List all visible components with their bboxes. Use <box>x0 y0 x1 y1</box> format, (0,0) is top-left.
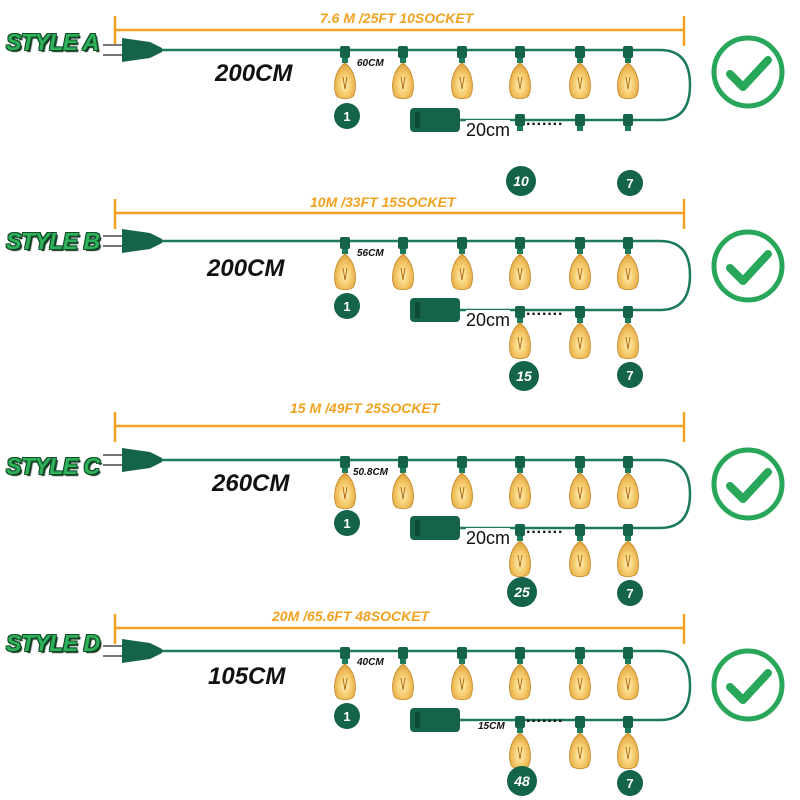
end-socket-icon <box>410 708 460 732</box>
bulb-icon <box>509 45 531 100</box>
first-bulb-badge: 1 <box>334 293 360 319</box>
end-socket-icon <box>410 516 460 540</box>
end-gap-label: 20cm <box>466 528 511 549</box>
lead-length-label: 200CM <box>207 255 285 282</box>
bulb-icon <box>569 523 591 578</box>
bulb-spacing-label: 56CM <box>356 248 385 259</box>
plug-icon <box>103 229 162 253</box>
bulb-icon <box>334 45 356 100</box>
plug-icon <box>103 639 162 663</box>
last-bulb-badge: 15 <box>509 361 539 391</box>
bulb-icon <box>569 236 591 291</box>
bulb-icon <box>617 45 639 100</box>
bulb-icon <box>617 236 639 291</box>
first-bulb-badge: 1 <box>334 103 360 129</box>
bulb-icon <box>569 646 591 701</box>
style-b-panel: STYLE B 10M /33FT 15SOCKET 200CM 56CM 20… <box>0 193 800 393</box>
check-circle-icon <box>711 35 785 109</box>
style-a-panel: STYLE A 7.6 M /25FT 10SOCKET 200CM 60CM … <box>0 0 800 200</box>
style-c-diagram <box>103 412 692 578</box>
style-label: STYLE C <box>6 453 100 479</box>
bulb-icon <box>617 455 639 510</box>
dimension-line <box>113 614 686 644</box>
first-bulb-badge: 1 <box>334 510 360 536</box>
cable <box>162 48 692 122</box>
bulb-icon <box>334 236 356 291</box>
cable <box>162 649 692 722</box>
length-label: 7.6 M /25FT 10SOCKET <box>320 10 474 26</box>
lead-length-label: 260CM <box>212 470 290 497</box>
style-b-diagram <box>103 199 692 360</box>
style-label: STYLE B <box>6 228 100 254</box>
cable <box>162 458 692 530</box>
style-d-panel: STYLE D 20M /65.6FT 48SOCKET 105CM 40CM … <box>0 600 800 800</box>
length-label: 20M /65.6FT 48SOCKET <box>272 608 430 624</box>
last-bulb-badge: 25 <box>507 577 537 607</box>
style-a-diagram <box>103 16 692 132</box>
bulb-icon <box>569 305 591 360</box>
continuation-dots: ······· <box>526 713 564 730</box>
bulb-spacing-label: 40CM <box>356 657 385 668</box>
lead-length-label: 105CM <box>208 663 286 690</box>
check-circle-icon <box>711 447 785 521</box>
dimension-line <box>113 412 686 442</box>
bulb-icon <box>509 646 531 701</box>
length-label: 10M /33FT 15SOCKET <box>310 194 456 210</box>
bulb-icon <box>569 455 591 510</box>
check-circle-icon <box>711 648 785 722</box>
bulb-icon <box>392 646 414 701</box>
socket-badge: 7 <box>617 770 643 796</box>
last-bulb-badge: 10 <box>506 166 536 196</box>
end-gap-label: 20cm <box>466 120 511 141</box>
bulb-spacing-label: 50.8CM <box>352 467 390 478</box>
style-d-diagram <box>103 614 692 770</box>
style-c-panel: STYLE C 15 M /49FT 25SOCKET 260CM 50.8CM… <box>0 400 800 607</box>
bulb-icon <box>392 455 414 510</box>
dimension-line <box>113 16 686 46</box>
continuation-dots: ······· <box>526 306 564 323</box>
bulb-icon <box>392 45 414 100</box>
bulb-icon <box>451 236 473 291</box>
continuation-dots: ······· <box>526 116 564 133</box>
bulb-icon <box>451 646 473 701</box>
check-circle-icon <box>711 229 785 303</box>
bulb-icon <box>451 455 473 510</box>
end-socket-icon <box>410 298 460 322</box>
socket-icon <box>515 114 525 131</box>
socket-badge: 7 <box>617 362 643 388</box>
bulb-icon <box>617 523 639 578</box>
cable <box>162 239 692 312</box>
socket-icon <box>575 114 585 131</box>
last-bulb-badge: 48 <box>507 766 537 796</box>
bulb-icon <box>569 715 591 770</box>
style-label: STYLE A <box>6 29 99 55</box>
end-socket-icon <box>410 108 460 132</box>
dimension-line <box>113 199 686 229</box>
plug-icon <box>103 38 162 62</box>
bulb-icon <box>509 236 531 291</box>
end-gap-label: 15CM <box>478 721 505 732</box>
socket-icon <box>623 114 633 131</box>
bulb-icon <box>334 455 356 510</box>
socket-badge: 7 <box>617 580 643 606</box>
bulb-icon <box>509 455 531 510</box>
bulb-spacing-label: 60CM <box>356 58 385 69</box>
first-bulb-badge: 1 <box>334 703 360 729</box>
lead-length-label: 200CM <box>215 60 293 87</box>
end-gap-label: 20cm <box>466 310 511 331</box>
continuation-dots: ······· <box>526 524 564 541</box>
bulb-icon <box>392 236 414 291</box>
socket-badge: 7 <box>617 170 643 196</box>
bulb-icon <box>617 305 639 360</box>
plug-icon <box>103 448 162 472</box>
bulb-icon <box>451 45 473 100</box>
style-label: STYLE D <box>6 630 100 656</box>
bulb-icon <box>617 715 639 770</box>
bulb-icon <box>617 646 639 701</box>
bulb-icon <box>334 646 356 701</box>
bulb-icon <box>569 45 591 100</box>
length-label: 15 M /49FT 25SOCKET <box>290 400 440 416</box>
